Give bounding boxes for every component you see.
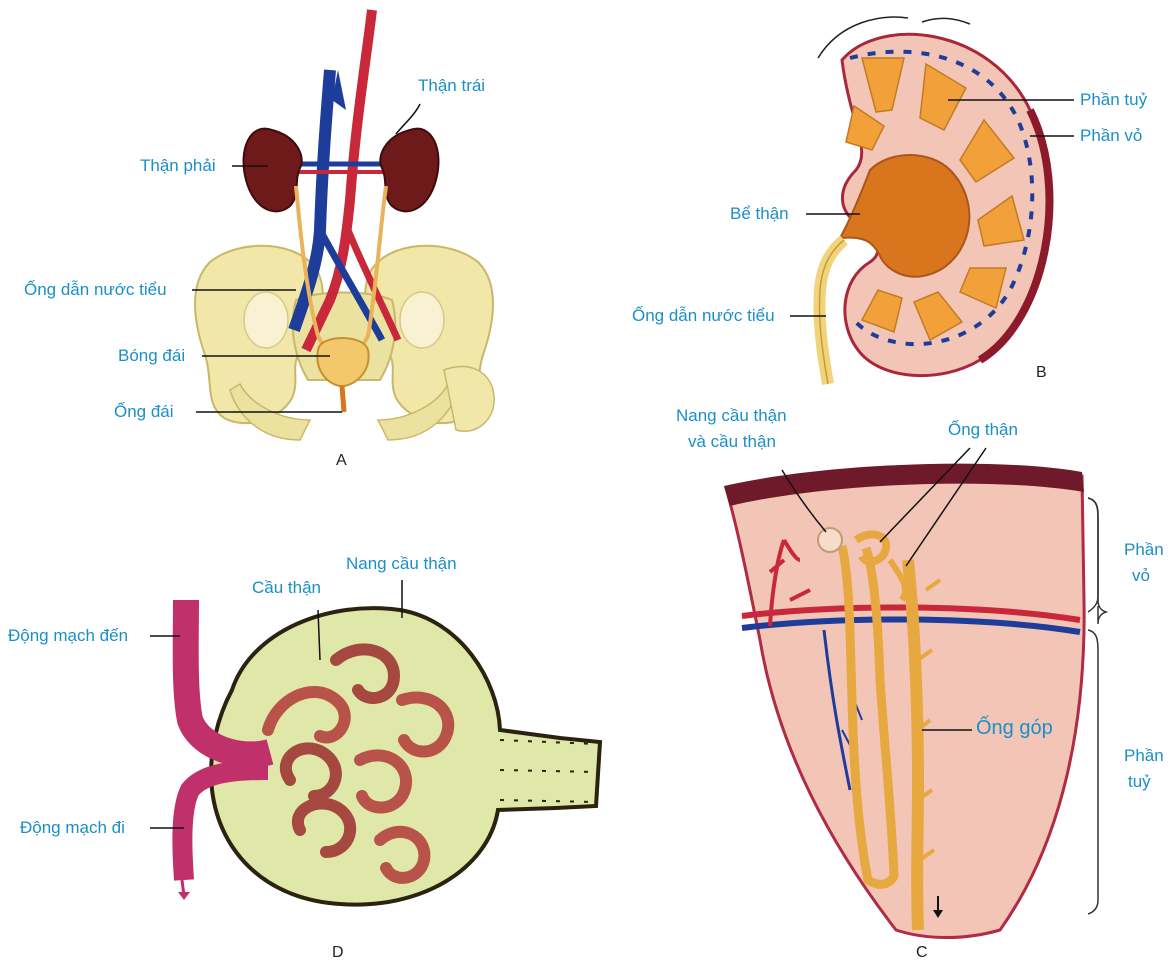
ureter-b [819,240,844,384]
panel-a-urinary-system [195,10,494,440]
panel-c-nephron [724,464,1106,938]
label-capsule-c-1: Nang cầu thận [676,406,787,426]
label-bladder: Bóng đái [118,346,185,366]
panel-letter-d: D [332,944,344,962]
label-left-kidney: Thận trái [418,76,485,96]
label-medulla-c-2: tuỷ [1128,772,1151,792]
medulla-bracket [1088,630,1098,914]
bowman-capsule-c [818,528,842,552]
label-right-kidney: Thận phải [140,156,216,176]
label-renal-pelvis: Bể thận [730,204,789,224]
label-capsule-c-2: và cầu thận [688,432,776,452]
panel-letter-c: C [916,944,928,962]
label-glomerulus: Cầu thận [252,578,321,598]
cortex-bracket [1088,498,1106,624]
label-cortex-b: Phần vỏ [1080,126,1142,146]
panel-letter-b: B [1036,364,1047,382]
right-kidney [244,129,302,212]
label-urethra: Ống đái [114,402,174,422]
label-medulla-c-1: Phần [1124,746,1164,766]
panel-b-kidney-section [818,17,1049,384]
tissue-wedge [726,467,1084,938]
label-efferent: Động mạch đi [20,818,125,838]
label-ureter-b: Ống dẫn nước tiểu [632,306,775,326]
label-medulla-b: Phần tuỷ [1080,90,1147,110]
panel-d-renal-corpuscle [178,600,600,905]
label-tubule: Ống thận [948,420,1018,440]
label-collecting-duct: Ống góp [976,718,1053,738]
label-cortex-c-1: Phần [1124,540,1164,560]
label-cortex-c-2: vỏ [1132,566,1150,586]
label-capsule-d: Nang cầu thận [346,554,457,574]
panel-letter-a: A [336,452,347,470]
urethra [342,386,344,412]
left-kidney [380,129,438,212]
label-afferent: Động mạch đến [8,626,128,646]
label-ureter-a: Ống dẫn nước tiểu [24,280,167,300]
